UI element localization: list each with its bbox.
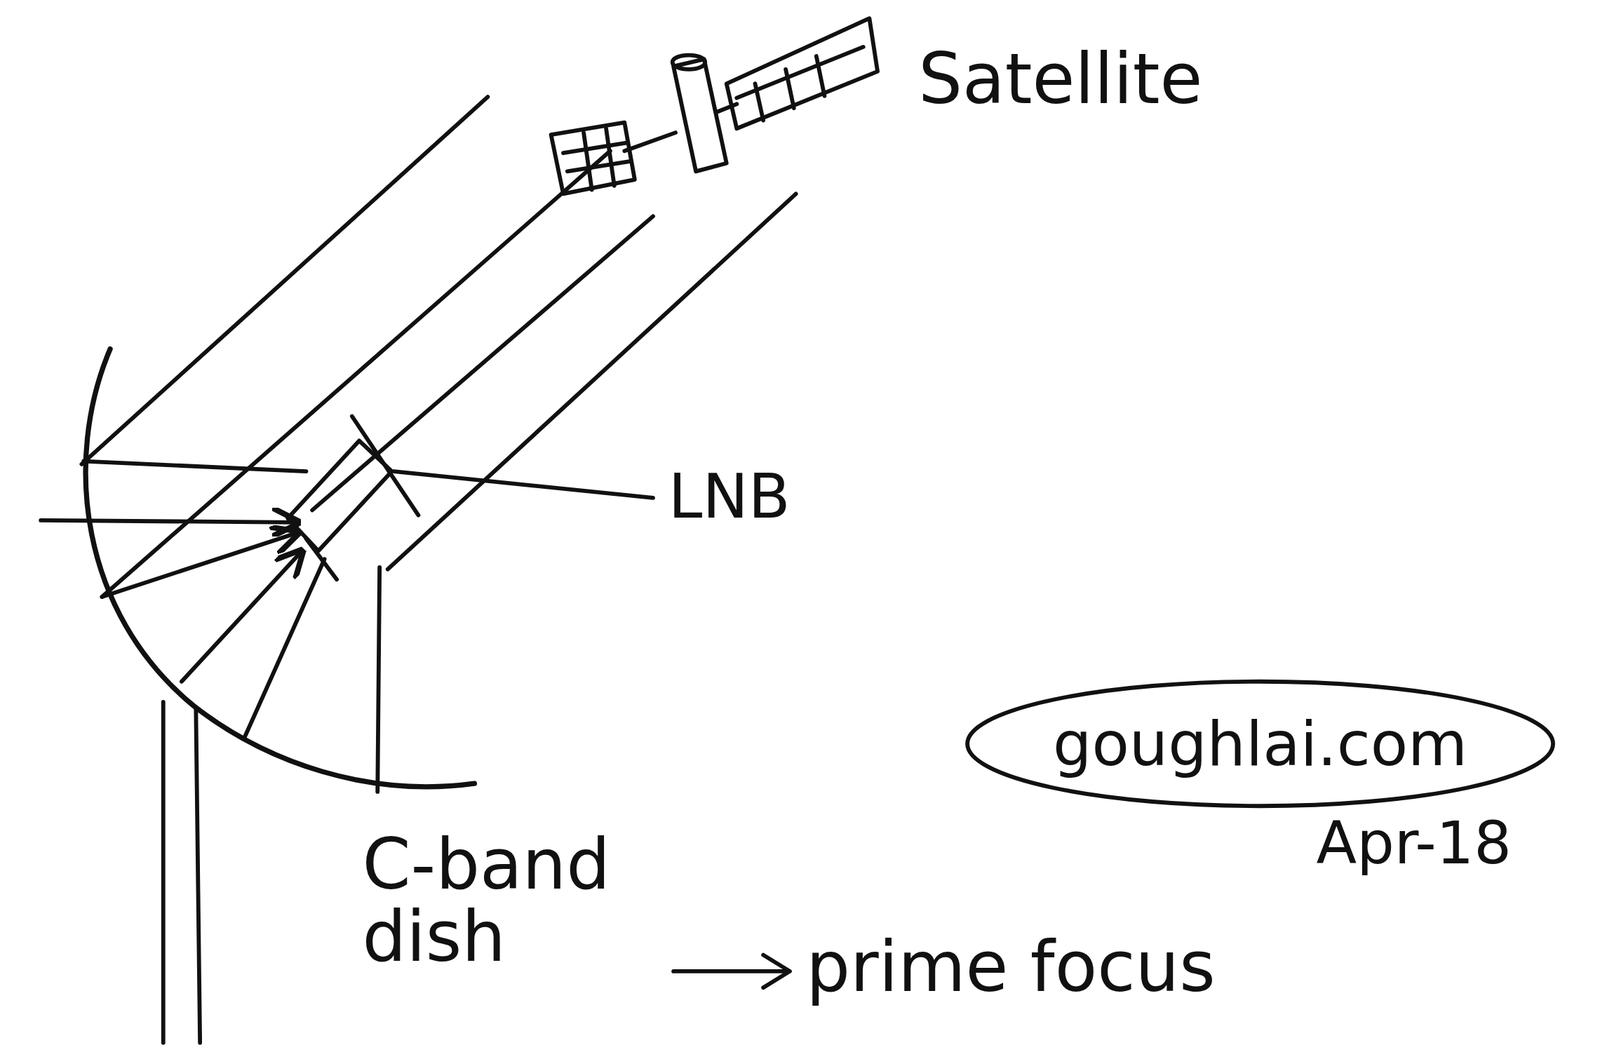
focus-label: prime focus bbox=[805, 930, 1216, 1004]
site-name: goughlai.com bbox=[1052, 708, 1468, 781]
lnb-label: LNB bbox=[668, 464, 791, 529]
signature-ellipse: goughlai.com bbox=[964, 678, 1557, 809]
satellite-label: Satellite bbox=[918, 42, 1203, 116]
dish-label: C-band dish bbox=[361, 828, 668, 975]
date-label: Apr-18 bbox=[1316, 812, 1512, 875]
ellipse-shape bbox=[967, 681, 1554, 806]
